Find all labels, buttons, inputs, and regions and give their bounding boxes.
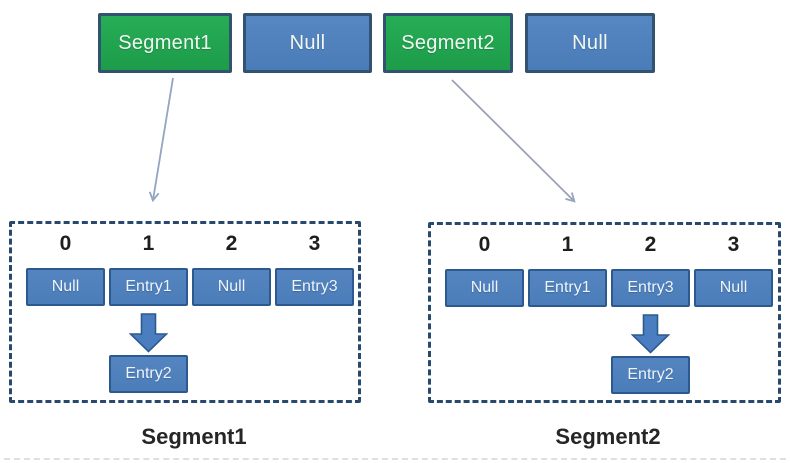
next-entry-arrow-icon — [631, 314, 670, 354]
bottom-artifact-line — [4, 458, 786, 460]
segment1-link-arrow-icon — [148, 77, 174, 203]
segment2-link-arrow-icon — [451, 79, 576, 203]
segment1-caption: Segment1 — [141, 424, 247, 449]
table-slot: Entry3 — [275, 268, 354, 306]
segment1-box: Segment1 — [98, 13, 232, 73]
index-label: 3 — [308, 232, 321, 255]
segment2-caption: Segment2 — [555, 424, 661, 449]
index-label: 1 — [561, 233, 574, 256]
next-entry-arrow-icon — [129, 313, 168, 353]
table-slot: Null — [694, 269, 773, 307]
segment1-detail-panel: 0 1 2 3 Null Entry1 Null Entry3 Entry2 — [9, 221, 361, 403]
null-box-2: Null — [525, 13, 655, 73]
slot-row: Null Entry1 Entry3 Null — [445, 269, 773, 307]
index-label: 0 — [478, 233, 491, 256]
null-box-1: Null — [243, 13, 372, 73]
table-slot: Entry3 — [611, 269, 690, 307]
index-label: 0 — [59, 232, 72, 255]
table-slot: Null — [192, 268, 271, 306]
table-slot: Null — [26, 268, 105, 306]
index-row: 0 1 2 3 — [445, 233, 773, 257]
index-label: 2 — [225, 232, 238, 255]
index-label: 2 — [644, 233, 657, 256]
table-slot: Entry1 — [109, 268, 188, 306]
index-label: 1 — [142, 232, 155, 255]
segment2-box: Segment2 — [383, 13, 513, 73]
slot-row: Null Entry1 Null Entry3 — [26, 268, 354, 306]
overflow-entry-box: Entry2 — [611, 356, 690, 394]
segment2-detail-panel: 0 1 2 3 Null Entry1 Entry3 Null Entry2 — [428, 222, 781, 403]
index-label: 3 — [727, 233, 740, 256]
table-slot: Null — [445, 269, 524, 307]
index-row: 0 1 2 3 — [26, 232, 354, 256]
overflow-entry-box: Entry2 — [109, 355, 188, 393]
table-slot: Entry1 — [528, 269, 607, 307]
